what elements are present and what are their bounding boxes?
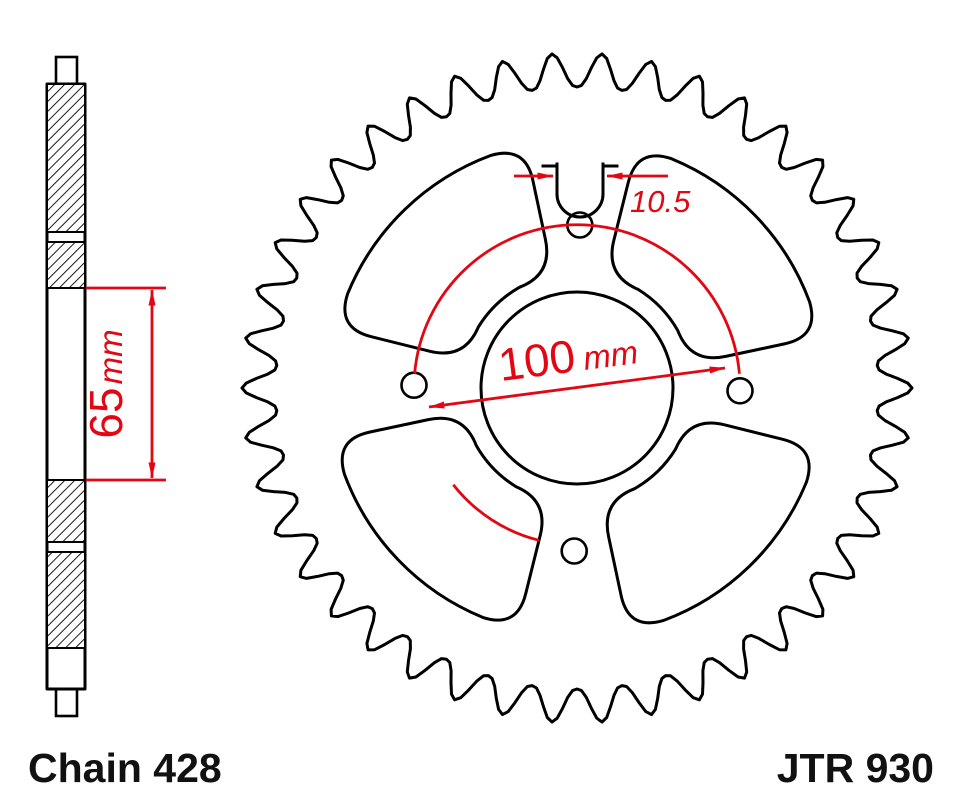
bolt-circle-arcs (413, 223, 741, 542)
lightening-cutout (343, 151, 549, 355)
bolt-circle-arc (413, 223, 741, 374)
lightening-cutout (605, 421, 811, 625)
side-view-top-cap (54, 55, 79, 87)
side-view-hatch-section (46, 479, 86, 543)
dimension-10-5: 10.5 (514, 172, 691, 219)
bolt-hole (726, 376, 754, 405)
part-number-label: JTR 930 (777, 745, 934, 791)
side-view-hatch-section (46, 551, 86, 649)
lightening-cutout (340, 416, 544, 622)
hub-slot-detail (541, 162, 619, 219)
lightening-cutout (610, 154, 814, 360)
cutout-reference-arc (452, 483, 540, 542)
dimension-label-10-5: 10.5 (630, 184, 691, 219)
dimension-label-65mm: 65mm (80, 329, 132, 438)
sprocket-front-view (240, 52, 914, 724)
side-view-bottom-cap (54, 686, 79, 718)
bolt-hole (560, 537, 589, 565)
bolt-hole (400, 371, 428, 400)
sprocket-side-view (45, 55, 87, 718)
dimension-line-100 (428, 366, 726, 409)
dimension-label-100mm: 100mm (495, 321, 640, 391)
dimension-100mm: 100mm (428, 321, 726, 409)
chain-size-label: Chain 428 (28, 745, 222, 791)
dimension-65mm: 65mm (80, 286, 166, 482)
side-view-hatch-section (46, 83, 86, 233)
side-view-hatch-section (46, 241, 86, 289)
